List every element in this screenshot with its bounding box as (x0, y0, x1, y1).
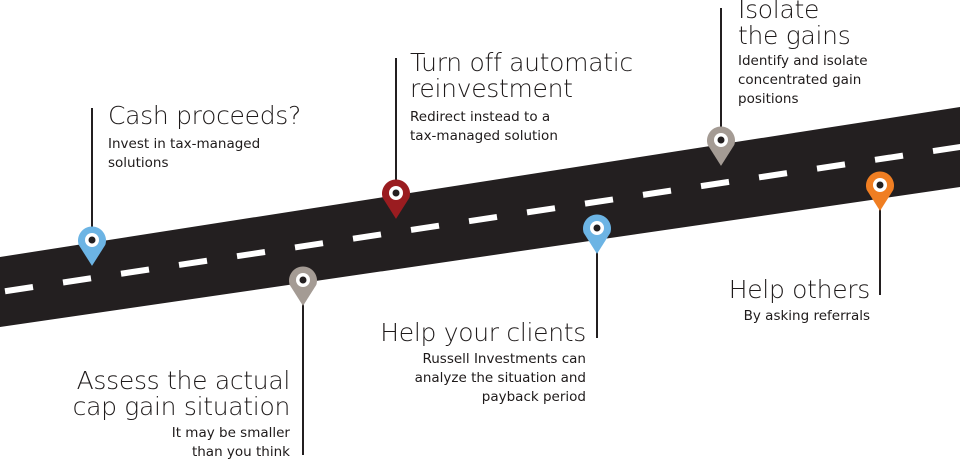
desc-line: payback period (481, 389, 586, 405)
milestone-title: Cash proceeds? (108, 103, 301, 129)
milestone-title: Help your clients (380, 320, 586, 346)
road-dash (700, 178, 730, 190)
title-line: Cash proceeds? (108, 101, 301, 130)
milestone-title: Turn off automatic reinvestment (410, 50, 633, 102)
desc-line: Russell Investments can (422, 351, 586, 367)
map-pin-icon (382, 179, 410, 219)
milestone-description: Invest in tax-managed solutions (108, 135, 301, 173)
milestone-title: Assess the actual cap gain situation (72, 366, 291, 421)
milestone-help-others: Help others By asking referrals (728, 277, 878, 326)
map-pins (78, 126, 894, 306)
desc-line: By asking referrals (743, 308, 870, 324)
road-dash (526, 205, 556, 216)
milestone-description: It may be smaller than you think (73, 424, 290, 462)
map-pin-icon (866, 171, 894, 211)
desc-line: Identify and isolate (738, 53, 868, 69)
milestone-title: Help others (728, 277, 878, 303)
title-line: Help others (728, 275, 871, 304)
map-pin-icon (78, 226, 106, 266)
title-line: Help your clients (380, 318, 586, 347)
road-dash (62, 275, 92, 286)
road-dash (932, 143, 960, 155)
milestone-isolate-gains: Isolate the gains Identify and isolate c… (738, 0, 868, 109)
road-dash (584, 196, 614, 207)
road-dash (4, 284, 34, 295)
desc-line: Redirect instead to a (410, 109, 551, 125)
title-line: reinvestment (410, 74, 573, 103)
road-dash (178, 257, 208, 268)
road-dash (236, 249, 266, 260)
milestone-description: By asking referrals (728, 307, 878, 326)
title-line: Isolate (738, 0, 820, 24)
milestone-description: Russell Investments can analyze the situ… (380, 350, 586, 407)
milestone-title: Isolate the gains (738, 0, 868, 49)
road-dash (642, 187, 672, 198)
road-dash (816, 161, 846, 172)
map-pin-icon (583, 214, 611, 254)
road-dash (294, 240, 324, 251)
desc-line: than you think (191, 444, 290, 460)
milestone-cash-proceeds: Cash proceeds? Invest in tax-managed sol… (108, 103, 301, 173)
milestone-turn-off-reinvestment: Turn off automatic reinvestment Redirect… (410, 50, 633, 146)
map-pin-icon (706, 126, 735, 166)
road-dash (468, 213, 498, 225)
milestone-description: Identify and isolate concentrated gain p… (738, 52, 868, 109)
desc-line: concentrated gain (738, 72, 862, 88)
desc-line: Invest in tax-managed (108, 136, 261, 152)
title-line: Turn off automatic (410, 48, 633, 77)
road-dash (758, 170, 788, 181)
road-center-dashes (4, 143, 960, 295)
milestone-assess-cap-gain: Assess the actual cap gain situation It … (72, 366, 291, 462)
desc-line: It may be smaller (171, 425, 290, 441)
road-dash (410, 222, 440, 233)
desc-line: positions (738, 91, 799, 107)
road-dash (120, 266, 150, 277)
road-dash (352, 231, 382, 242)
title-line: the gains (738, 21, 851, 50)
desc-line: solutions (108, 155, 169, 171)
title-line: Assess the actual (76, 366, 291, 395)
map-pin-icon (289, 266, 318, 306)
milestone-description: Redirect instead to a tax-managed soluti… (410, 108, 633, 146)
desc-line: analyze the situation and (414, 370, 586, 386)
milestone-help-your-clients: Help your clients Russell Investments ca… (380, 320, 586, 407)
desc-line: tax-managed solution (410, 128, 558, 144)
title-line: cap gain situation (72, 392, 291, 421)
road-dash (874, 152, 904, 163)
